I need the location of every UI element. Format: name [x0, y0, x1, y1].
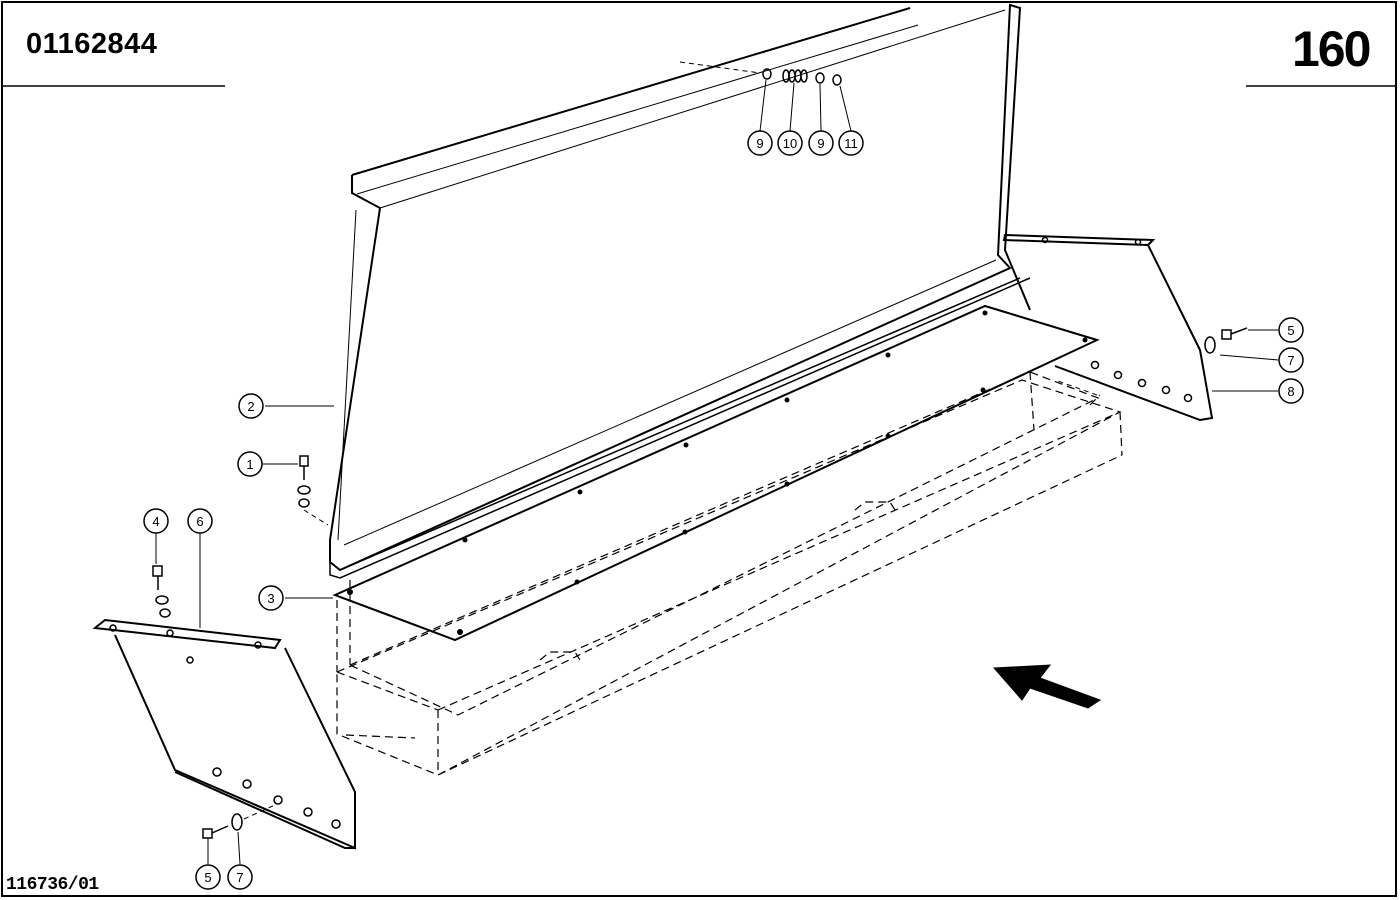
callout-7-bottom: 7 [227, 864, 253, 890]
callout-label: 7 [1287, 353, 1294, 368]
callout-label: 5 [1287, 323, 1294, 338]
callout-leaders [155, 79, 1279, 865]
callout-5-bottom: 5 [195, 864, 221, 890]
part-8-right-side-plate [1002, 233, 1214, 422]
callout-label: 6 [196, 514, 203, 529]
callout-2: 2 [238, 393, 264, 419]
callout-label: 8 [1287, 384, 1294, 399]
callout-9-left: 9 [747, 130, 773, 156]
callout-6: 6 [187, 508, 213, 534]
page-number: 160 [1292, 21, 1371, 77]
callout-label: 10 [783, 136, 797, 151]
callout-label: 5 [204, 870, 211, 885]
callout-10: 10 [777, 130, 803, 156]
callout-5-right: 5 [1278, 317, 1304, 343]
callout-9-right: 9 [808, 130, 834, 156]
hidden-housing-dashed [336, 371, 1123, 776]
callout-label: 1 [246, 457, 253, 472]
callout-label: 11 [844, 136, 858, 151]
callout-label: 7 [236, 870, 243, 885]
callout-3: 3 [258, 585, 284, 611]
callout-1: 1 [237, 451, 263, 477]
arrow-up-left-icon [992, 664, 1102, 709]
callout-label: 9 [817, 136, 824, 151]
part-3-base-plate [332, 304, 1100, 642]
callout-label: 2 [247, 399, 254, 414]
callout-11: 11 [838, 130, 864, 156]
callout-8: 8 [1278, 378, 1304, 404]
callout-4: 4 [143, 508, 169, 534]
part-6-left-side-plate [92, 618, 356, 850]
callout-label: 4 [152, 514, 159, 529]
callout-label: 9 [756, 136, 763, 151]
drawing-reference: 116736/01 [6, 875, 99, 895]
part-2-back-plate [329, 3, 1031, 579]
document-number: 01162844 [26, 28, 158, 60]
fasteners [152, 61, 1248, 839]
callout-7-right: 7 [1278, 347, 1304, 373]
callout-label: 3 [267, 591, 274, 606]
